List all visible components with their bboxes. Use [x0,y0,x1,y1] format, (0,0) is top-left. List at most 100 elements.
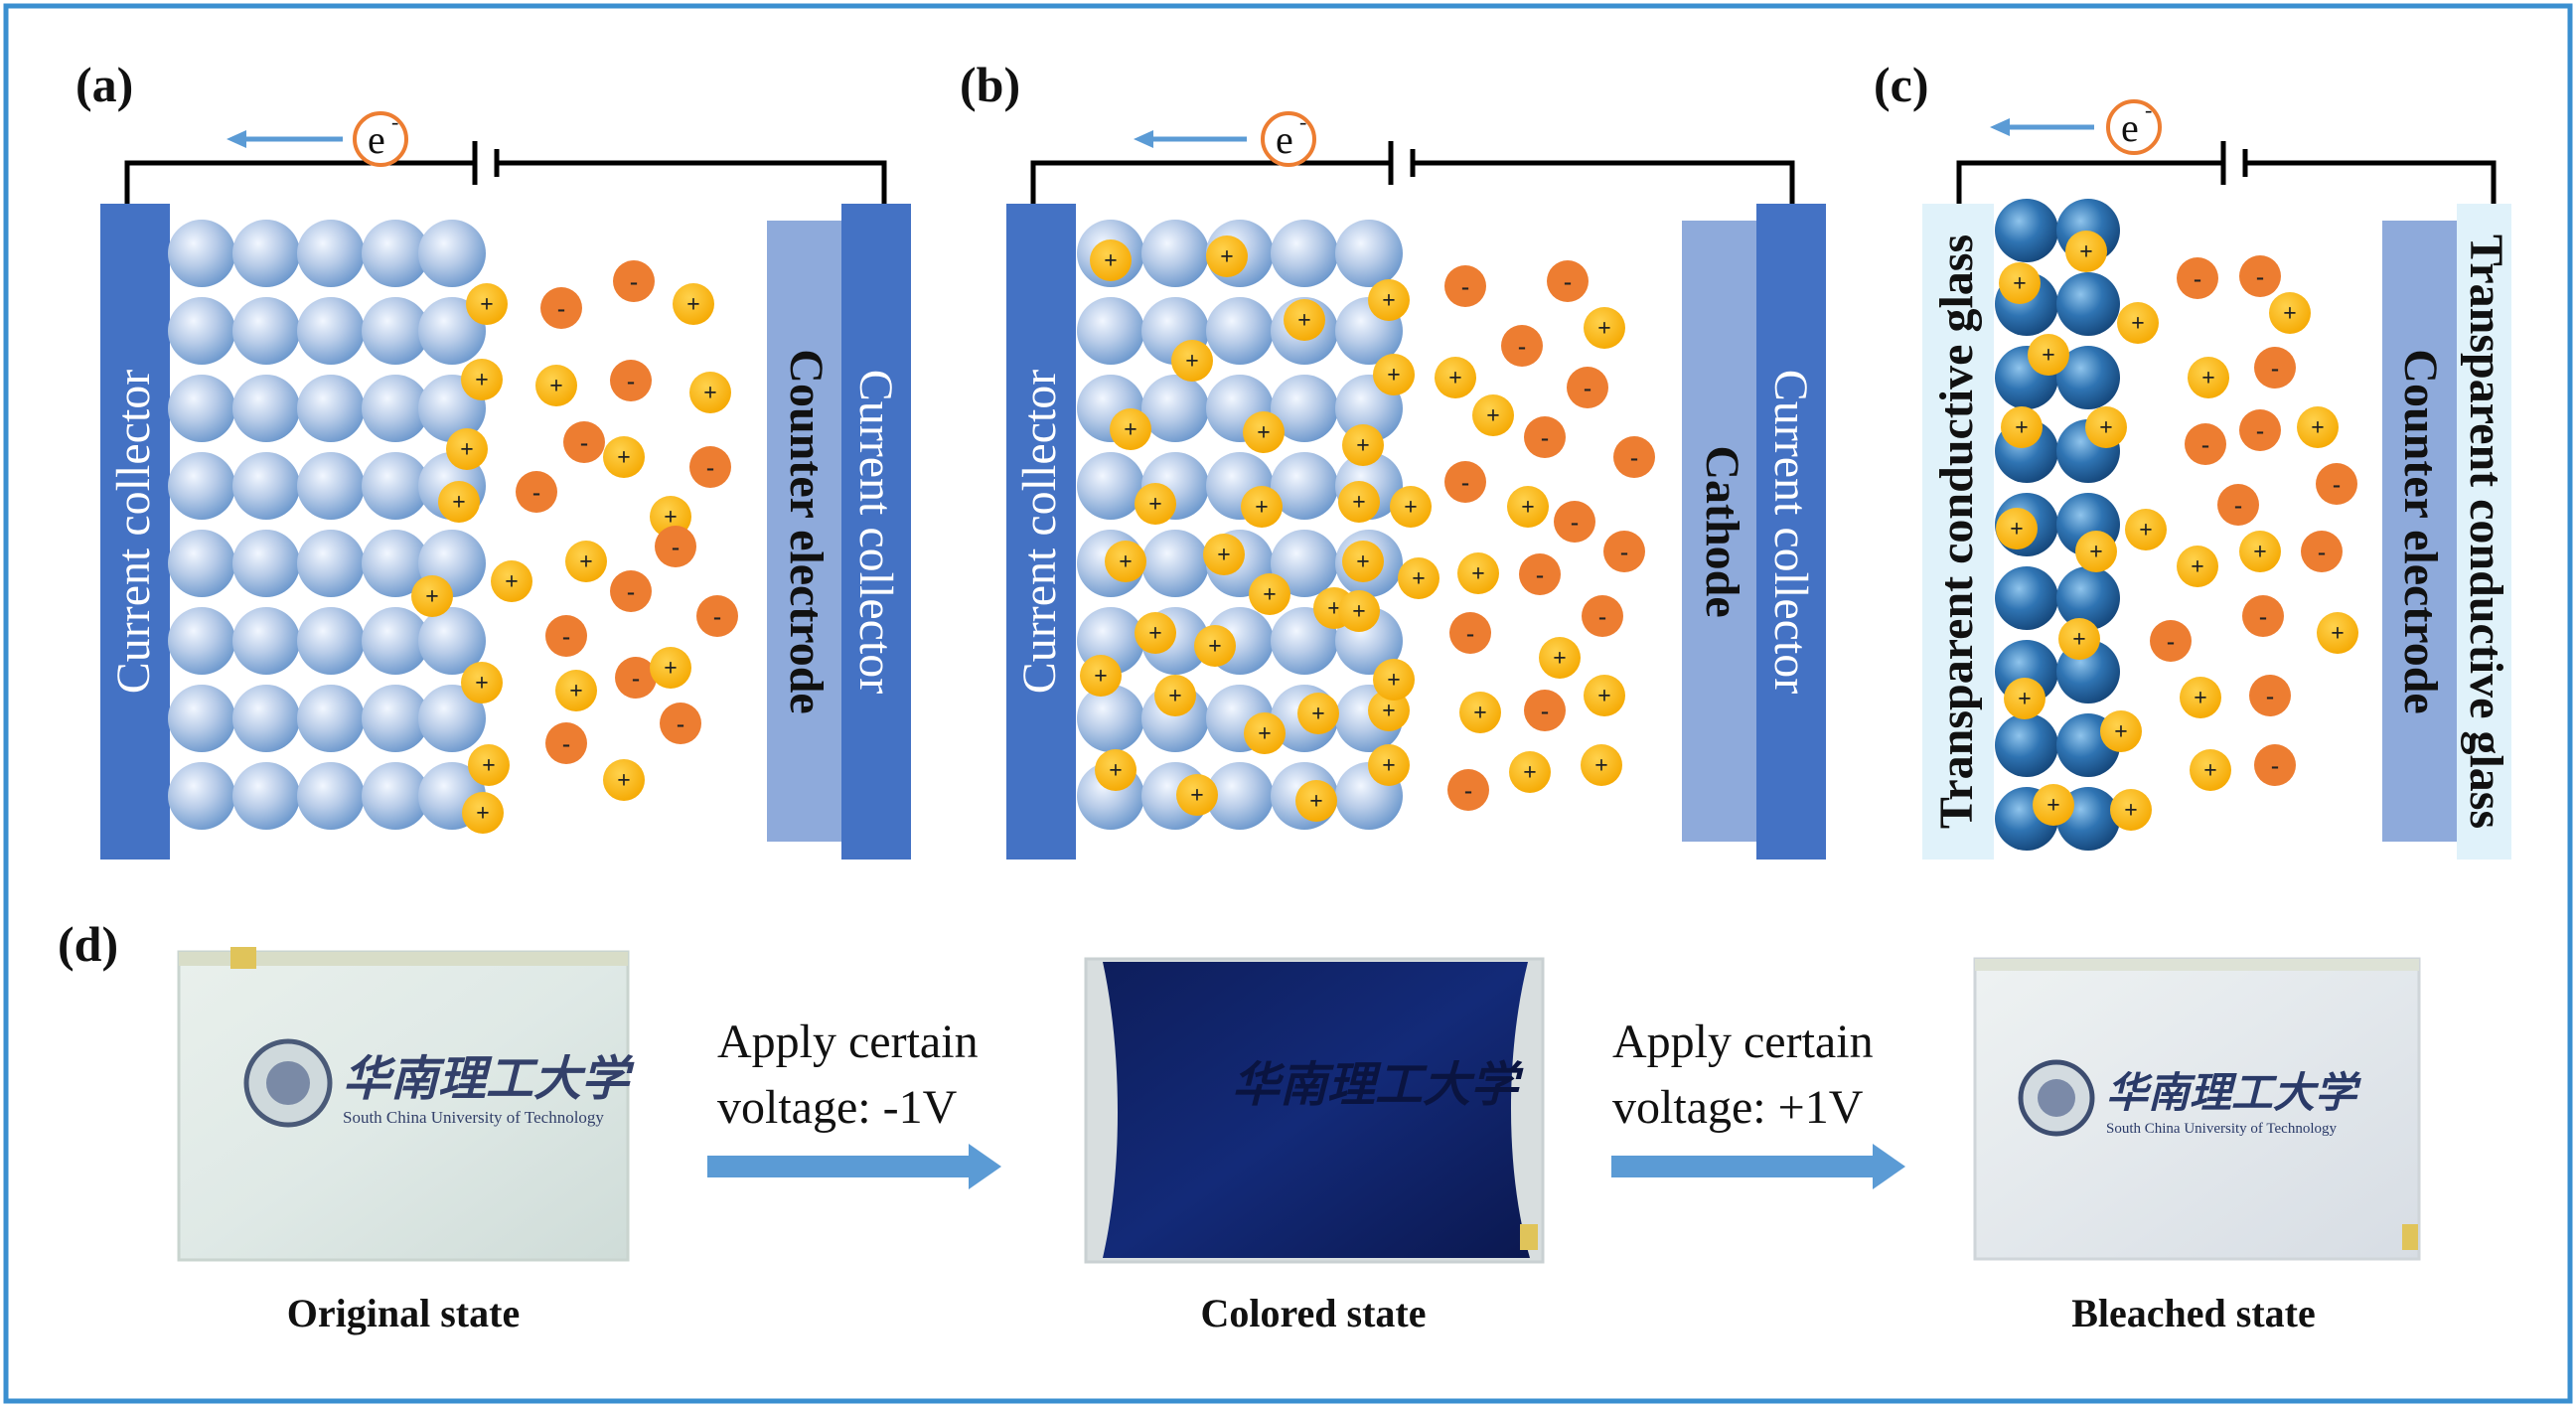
svg-text:-: - [1630,445,1638,471]
cation-ion: + [438,481,480,523]
film-particle [362,297,429,365]
svg-text:+: + [1185,349,1199,375]
film-particle [1271,530,1338,597]
svg-text:-: - [2259,604,2267,630]
svg-text:+: + [1523,760,1537,786]
film-particle [297,530,365,597]
svg-text:+: + [1297,308,1311,334]
electron-icon [1261,111,1316,167]
cation-ion: + [1194,625,1236,667]
anion-ion: - [2249,675,2291,716]
film-particle [362,452,429,520]
film-particle [232,530,300,597]
cation-ion: + [689,372,731,413]
panel-b-right-collector-label: Current collector [1764,370,1817,695]
film-particle [168,375,235,442]
svg-text:+: + [1255,495,1269,521]
film-particle [232,762,300,830]
svg-text:+: + [1412,566,1426,592]
cation-ion: + [1999,262,2041,304]
svg-text:-: - [627,579,635,605]
film-particle [1206,762,1274,830]
cation-ion: + [2180,677,2221,718]
panel-c-counter-electrode [2382,221,2457,842]
panel-a-right-current-collector [841,204,911,860]
cation-ion: + [1154,675,1196,716]
film-particle [1077,297,1144,365]
panel-b-electron-flow: e - [1134,109,1316,167]
film-particle [1077,452,1144,520]
cation-ion: + [1459,692,1501,733]
anion-ion: - [516,471,557,513]
logo-english-text: South China University of Technology [343,1108,604,1127]
cation-ion: + [1241,486,1283,528]
svg-text:+: + [2072,627,2086,653]
cation-ion: + [535,365,577,406]
cation-ion: + [2058,618,2100,660]
svg-text:-: - [1518,334,1526,360]
anion-ion: - [615,657,657,699]
film-particle [1271,375,1338,442]
anion-ion: - [545,722,587,764]
svg-text:+: + [2114,719,2128,745]
anion-ion: - [1613,436,1655,478]
cation-ion: + [2075,531,2117,572]
cation-ion: + [1435,357,1476,398]
svg-text:+: + [549,374,563,399]
cation-ion: + [466,283,508,325]
film-particle [232,297,300,365]
svg-text:-: - [713,604,721,630]
cation-ion: + [1581,744,1622,786]
panel-a-electrolyte-ions: +--+++-++-+-+-++-++---++-+--+++ [411,260,738,834]
film-particle [232,220,300,287]
svg-text:+: + [1382,288,1396,314]
svg-text:e: e [1276,117,1293,162]
panel-b: (b) e - Current collector ++++++++++++++… [960,57,1826,860]
svg-text:+: + [2079,239,2093,265]
svg-text:+: + [579,549,593,575]
cation-ion: + [1203,534,1245,575]
film-particle [168,685,235,752]
cation-ion: + [2001,406,2043,448]
svg-text:+: + [1521,495,1535,521]
svg-text:+: + [1124,417,1137,443]
svg-text:-: - [672,535,680,560]
anion-ion: - [2150,620,2192,662]
panel-a-counter-electrode [767,221,841,842]
svg-text:-: - [391,109,398,134]
panel-c-counter-label: Counter electrode [2394,349,2447,713]
cation-ion: + [2188,357,2229,398]
film-particle [362,685,429,752]
svg-text:-: - [562,624,570,650]
cation-ion: + [1095,749,1136,791]
panel-a-electron-flow: e - [227,109,408,167]
cation-ion: + [1342,541,1384,582]
cation-ion: + [468,744,510,786]
anion-ion: - [1524,416,1566,458]
svg-text:-: - [1464,778,1472,804]
anion-ion: - [1444,265,1486,307]
cation-ion: + [555,670,597,711]
film-particle [1141,530,1209,597]
svg-text:+: + [505,569,519,595]
svg-text:-: - [1461,470,1469,496]
caption-bleached-state: Bleached state [2071,1291,2316,1335]
photo-colored-state: 华南理工大学 Colored state [1084,957,1545,1335]
svg-text:+: + [1208,634,1222,660]
film-particle [1995,199,2058,262]
svg-text:+: + [480,292,494,318]
film-particle [362,220,429,287]
film-particle [297,607,365,675]
cation-ion: + [2297,406,2339,448]
anion-ion: - [2254,347,2296,389]
svg-text:+: + [664,505,678,531]
logo-chinese-text: 华南理工大学 [343,1053,635,1106]
svg-text:-: - [632,666,640,692]
cation-ion: + [650,647,691,689]
cation-ion: + [2269,292,2311,334]
svg-text:+: + [460,437,474,463]
cation-ion: + [2065,231,2107,272]
svg-text:+: + [2124,798,2138,824]
step-arrow-2: Apply certain voltage: +1V [1611,1016,1905,1189]
panel-b-left-current-collector [1006,204,1076,860]
